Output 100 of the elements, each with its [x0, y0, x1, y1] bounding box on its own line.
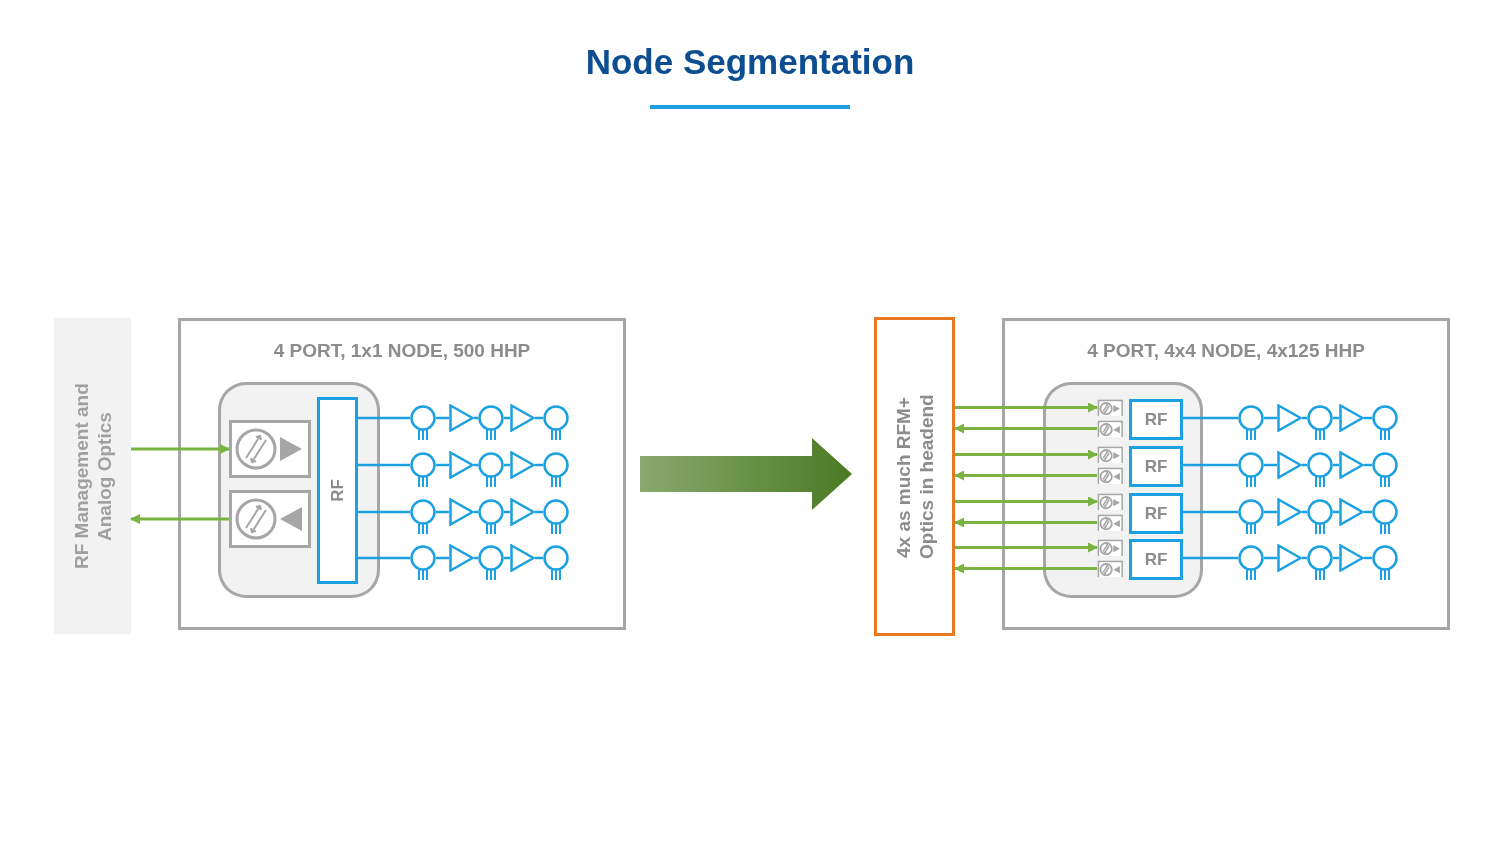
amplifier-symbol	[1339, 544, 1364, 572]
tap-symbol	[1307, 405, 1333, 441]
module-label: RF	[1144, 409, 1168, 430]
connector-line	[1333, 510, 1339, 514]
tap-symbol	[543, 405, 569, 441]
connector-line	[474, 416, 478, 420]
amplifier-symbol	[1339, 451, 1364, 479]
connector-line	[1302, 556, 1307, 560]
module-housing	[218, 382, 380, 598]
tap-symbol	[478, 405, 504, 441]
arrow	[955, 496, 1098, 507]
module-housing	[1043, 382, 1203, 598]
tap-symbol	[1372, 545, 1398, 581]
module-label: RF	[1144, 456, 1168, 477]
amplifier-symbol	[1277, 544, 1302, 572]
connector-line	[504, 416, 510, 420]
connector-line	[1264, 556, 1277, 560]
connector-line	[1364, 556, 1372, 560]
connector-line	[1333, 416, 1339, 420]
connector-line	[1183, 463, 1238, 467]
optical-transmitter-icon	[1097, 446, 1124, 463]
arrow	[955, 449, 1098, 460]
connector-line	[436, 463, 449, 467]
tap-symbol	[1372, 405, 1398, 441]
connector-line	[436, 416, 449, 420]
arrow	[955, 402, 1098, 413]
tap-symbol	[1307, 499, 1333, 535]
tap-symbol	[1238, 545, 1264, 581]
rf-module	[317, 397, 358, 584]
arrow	[130, 514, 229, 524]
tap-symbol	[410, 499, 436, 535]
optical-receiver-icon	[229, 490, 311, 548]
connector-line	[1333, 556, 1339, 560]
connector-line	[1183, 416, 1238, 420]
headend-box	[874, 317, 955, 636]
tap-symbol	[1307, 452, 1333, 488]
connector-line	[474, 463, 478, 467]
amplifier-symbol	[449, 404, 474, 432]
connector-line	[1264, 416, 1277, 420]
tap-symbol	[478, 545, 504, 581]
amplifier-symbol	[1339, 498, 1364, 526]
tap-symbol	[1307, 545, 1333, 581]
amplifier-symbol	[510, 498, 535, 526]
arrow	[954, 517, 1097, 528]
rf-module	[1129, 446, 1183, 487]
headend-label: 4x as much RFM+ Optics in headend	[891, 393, 938, 561]
connector-line	[535, 556, 543, 560]
rf-module	[1129, 539, 1183, 580]
tap-symbol	[410, 545, 436, 581]
connector-line	[1333, 463, 1339, 467]
amplifier-symbol	[1277, 404, 1302, 432]
rf-module	[1129, 399, 1183, 440]
connector-line	[474, 510, 478, 514]
tap-symbol	[1238, 499, 1264, 535]
side-panel	[54, 318, 131, 634]
connector-line	[436, 556, 449, 560]
diagram-title: Node Segmentation	[585, 42, 915, 82]
arrow	[954, 470, 1097, 481]
tap-symbol	[478, 452, 504, 488]
tap-symbol	[543, 499, 569, 535]
node-enclosure	[1002, 318, 1450, 630]
tap-symbol	[543, 545, 569, 581]
connector-line	[474, 556, 478, 560]
optical-receiver-icon	[1097, 420, 1124, 437]
connector-line	[1364, 510, 1372, 514]
enclosure-title: 4 PORT, 4x4 NODE, 4x125 HHP	[1087, 340, 1365, 362]
amplifier-symbol	[510, 404, 535, 432]
connector-line	[1364, 463, 1372, 467]
connector-line	[535, 463, 543, 467]
connector-line	[504, 556, 510, 560]
connector-line	[1264, 510, 1277, 514]
arrow	[954, 423, 1097, 434]
optical-transmitter-icon	[229, 420, 311, 478]
optical-receiver-icon	[1097, 514, 1124, 531]
optical-receiver-icon	[1097, 467, 1124, 484]
amplifier-symbol	[1277, 498, 1302, 526]
module-label: RF	[327, 479, 348, 502]
arrow	[131, 444, 230, 454]
connector-line	[1302, 463, 1307, 467]
arrow	[954, 563, 1097, 574]
amplifier-symbol	[449, 451, 474, 479]
optical-transmitter-icon	[1097, 399, 1124, 416]
connector-line	[1302, 416, 1307, 420]
optical-receiver-icon	[1097, 560, 1124, 577]
connector-line	[1183, 510, 1238, 514]
connector-line	[436, 510, 449, 514]
connector-line	[358, 510, 410, 514]
optical-transmitter-icon	[1097, 493, 1124, 510]
connector-line	[1264, 463, 1277, 467]
tap-symbol	[1238, 452, 1264, 488]
amplifier-symbol	[510, 544, 535, 572]
block-arrow	[640, 438, 852, 510]
rf-module	[1129, 493, 1183, 534]
optical-transmitter-icon	[1097, 539, 1124, 556]
tap-symbol	[1372, 499, 1398, 535]
connector-line	[504, 463, 510, 467]
connector-line	[358, 556, 410, 560]
panel-label: RF Management and Analog Optics	[69, 382, 116, 571]
tap-symbol	[410, 452, 436, 488]
connector-line	[1183, 556, 1238, 560]
